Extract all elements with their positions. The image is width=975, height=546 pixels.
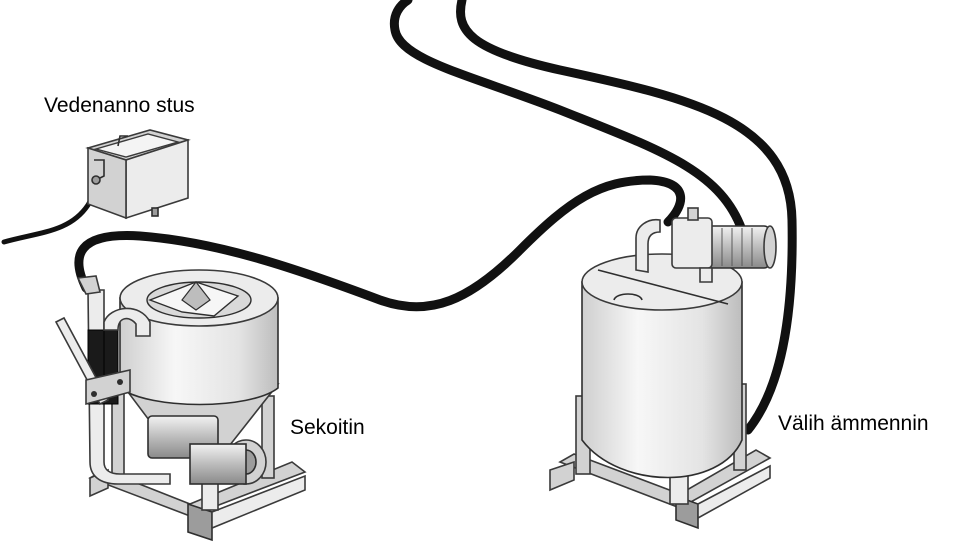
- intermediate-tank-label: Välih ämmennin: [778, 412, 929, 435]
- labels: Vedenanno stus Sekoitin Välih ämmennin: [44, 94, 929, 439]
- tank-outlet-hose-2: [456, 0, 797, 435]
- tank-outlet-hose-1: [389, 0, 747, 235]
- water-supply-hose: [1, 167, 103, 245]
- intermediate-tank: [549, 207, 777, 530]
- mixer-to-tank-hose: [74, 175, 686, 312]
- water-inlet-box: [85, 129, 191, 220]
- mixer-label: Sekoitin: [290, 416, 365, 439]
- mixer: [54, 269, 307, 542]
- water-inlet-label: Vedenanno stus: [44, 94, 195, 117]
